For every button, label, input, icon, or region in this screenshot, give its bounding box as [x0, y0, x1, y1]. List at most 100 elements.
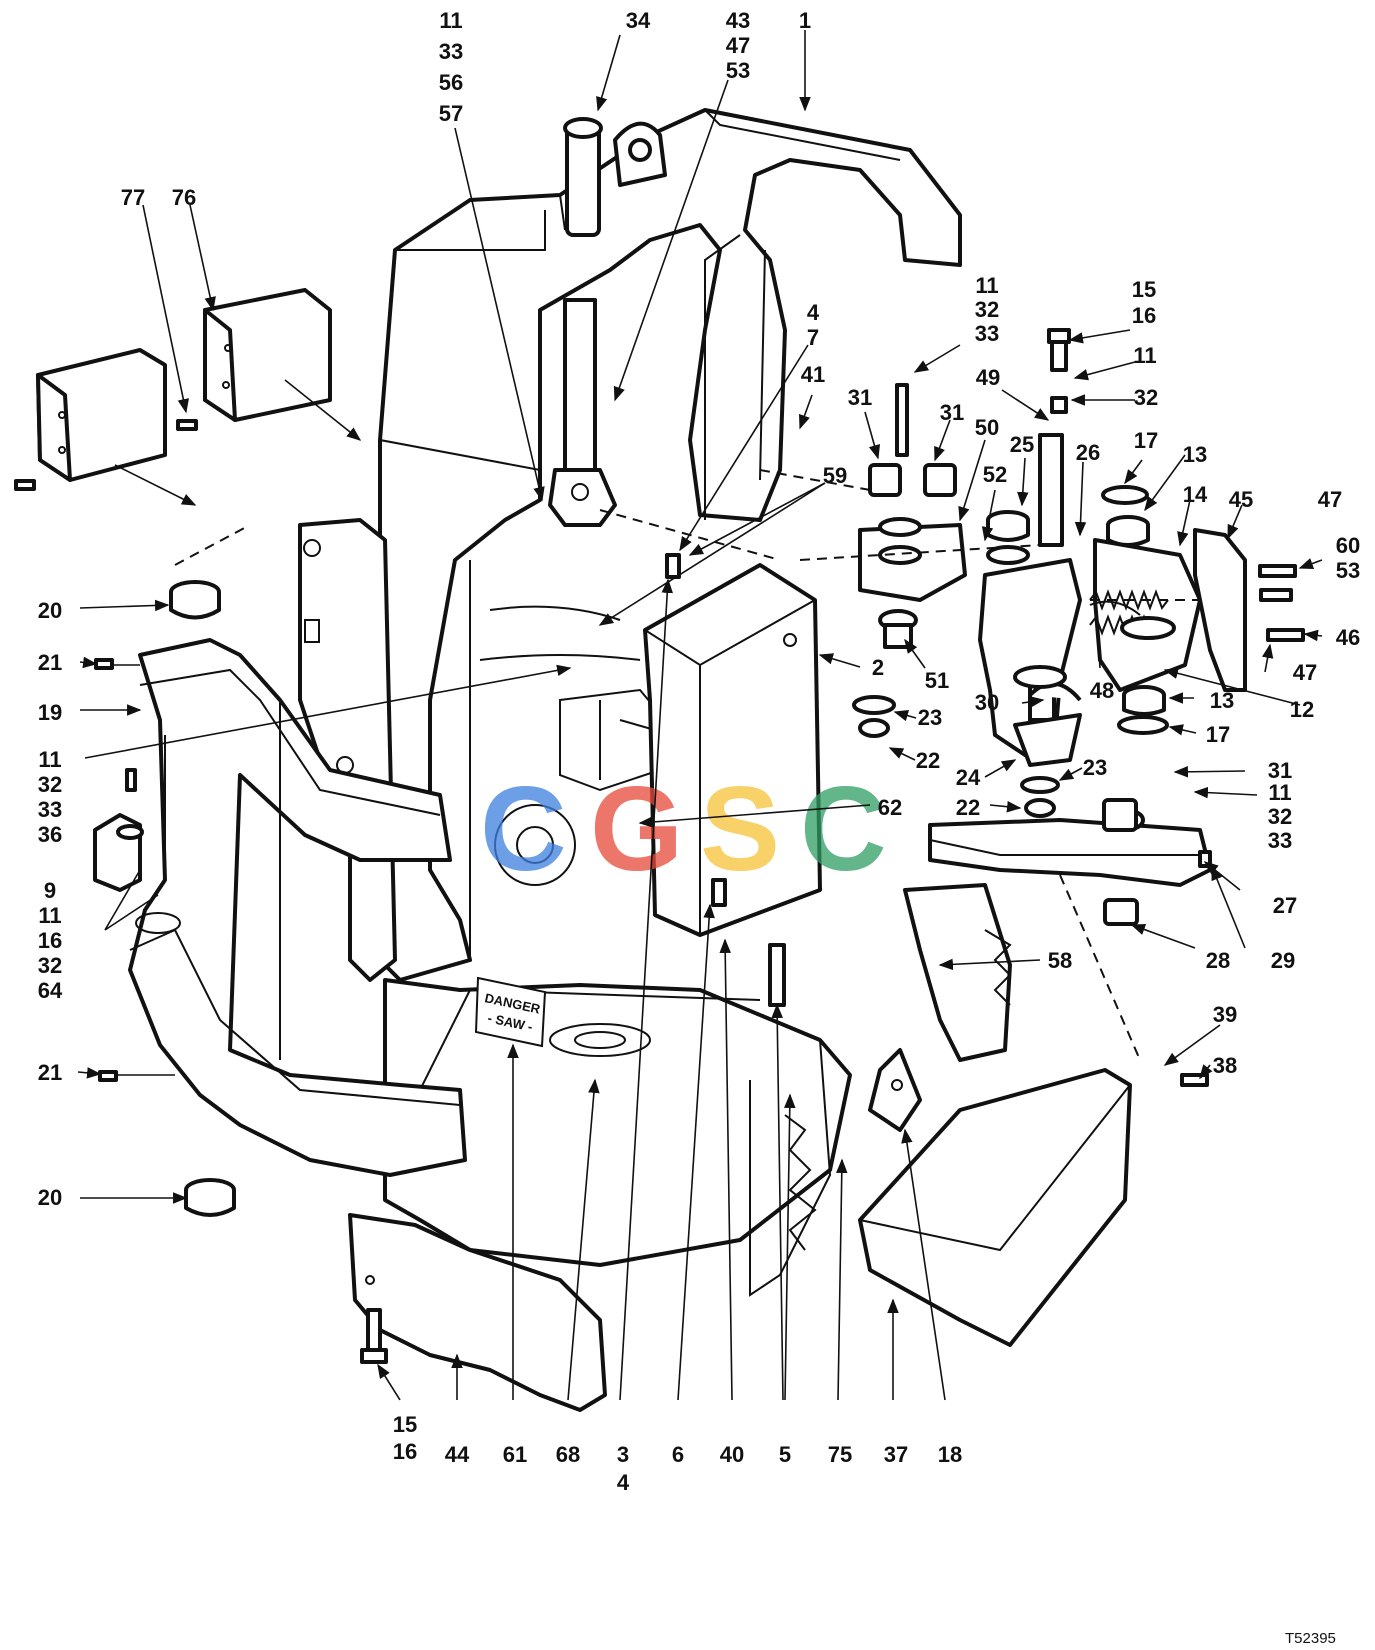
callout-37: 37: [884, 1442, 908, 1467]
callout-1: 1: [799, 8, 811, 33]
callout-number: 2: [872, 655, 884, 680]
callout-11-a: 11: [1133, 343, 1156, 368]
cover-plate-part-76: [203, 288, 332, 422]
callout-48: 48: [1090, 678, 1114, 703]
callout-number: 6: [672, 1442, 684, 1467]
callout-number: 1: [799, 8, 811, 33]
callout-number: 75: [828, 1442, 852, 1467]
accumulator-arm-part-27: [928, 798, 1212, 926]
callout-number: 16: [38, 928, 62, 953]
callout-number: 33: [439, 39, 463, 64]
callout-number: 61: [503, 1442, 527, 1467]
callout-number: 58: [1048, 948, 1072, 973]
callout-number: 48: [1090, 678, 1114, 703]
callout-number: 62: [878, 795, 902, 820]
callout-number: 23: [1083, 755, 1107, 780]
callout-number: 22: [916, 748, 940, 773]
callout-number: 17: [1134, 428, 1158, 453]
callout-number: 49: [976, 365, 1000, 390]
callout-number: 3: [617, 1442, 629, 1467]
callout-23-b: 23: [1083, 755, 1107, 780]
callout-44: 44: [445, 1442, 470, 1467]
callout-47-b: 47: [1293, 660, 1317, 685]
callout-number: 5: [779, 1442, 791, 1467]
callout-number: 22: [956, 795, 980, 820]
bracket-part-9: [93, 813, 144, 892]
cover-screw: [14, 419, 198, 491]
callout-number: 11: [439, 8, 462, 33]
callout-number: 4: [807, 300, 820, 325]
callout-number: 36: [38, 822, 62, 847]
callout-number: 33: [38, 797, 62, 822]
callout-number: 30: [975, 690, 999, 715]
callout-number: 38: [1213, 1053, 1237, 1078]
callout-31-c: 31: [1268, 758, 1292, 783]
callout-19: 19: [38, 700, 62, 725]
callout-number: 27: [1273, 893, 1297, 918]
callout-number: 19: [38, 700, 62, 725]
callout-32-a: 32: [1134, 385, 1158, 410]
callout-17-a: 17: [1134, 428, 1158, 453]
callout-50: 50: [975, 415, 999, 440]
callout-17-b: 17: [1206, 722, 1230, 747]
callout-number: 40: [720, 1442, 744, 1467]
callout-number: 24: [956, 765, 981, 790]
callout-number: 16: [393, 1439, 417, 1464]
callout-26: 26: [1076, 440, 1100, 465]
callout-22-a: 22: [916, 748, 940, 773]
callout-number: 15: [393, 1412, 417, 1437]
callout-24: 24: [956, 765, 981, 790]
callout-number: 47: [1318, 487, 1342, 512]
callout-number: 13: [1210, 688, 1234, 713]
callout-number: 56: [439, 70, 463, 95]
callout-31-a: 31: [848, 385, 872, 410]
callout-number: 39: [1213, 1002, 1237, 1027]
assembly-arrows: [114, 379, 1141, 1061]
callout-number: 11: [38, 903, 61, 928]
bush-part-20-upper: [169, 580, 221, 620]
callout-number: 64: [38, 978, 63, 1003]
callout-number: 47: [1293, 660, 1317, 685]
callout-number: 43: [726, 8, 750, 33]
callout-number: 23: [918, 705, 942, 730]
callout-29: 29: [1271, 948, 1295, 973]
callout-77: 77: [121, 185, 145, 210]
callout-45: 45: [1229, 487, 1253, 512]
callout-76: 76: [172, 185, 196, 210]
callout-13-b: 13: [1210, 688, 1234, 713]
callout-number: 53: [1336, 558, 1360, 583]
callout-number: 33: [1268, 828, 1292, 853]
watermark-letter-1: C: [480, 762, 567, 896]
callout-number: 32: [1134, 385, 1158, 410]
callout-30: 30: [975, 690, 999, 715]
callout-number: 29: [1271, 948, 1295, 973]
callout-number: 28: [1206, 948, 1230, 973]
watermark-logo: C G S C: [480, 762, 887, 896]
callout-number: 9: [44, 878, 56, 903]
callout-39: 39: [1213, 1002, 1237, 1027]
callout-number: 4: [617, 1470, 630, 1495]
danger-saw-label: DANGER - SAW -: [474, 976, 547, 1048]
callout-number: 20: [38, 598, 62, 623]
callout-28: 28: [1206, 948, 1230, 973]
callout-75: 75: [828, 1442, 852, 1467]
callout-62: 62: [878, 795, 902, 820]
callout-number: 11: [975, 273, 998, 298]
accumulator-arm-part-19: [128, 638, 467, 1177]
callout-number: 26: [1076, 440, 1100, 465]
callout-22-b: 22: [956, 795, 980, 820]
callout-number: 37: [884, 1442, 908, 1467]
callout-number: 52: [983, 462, 1007, 487]
pivot-pin-part-34: [563, 117, 667, 237]
callout-23-a: 23: [918, 705, 942, 730]
callout-number: 20: [38, 1185, 62, 1210]
callout-number: 68: [556, 1442, 580, 1467]
callout-38: 38: [1213, 1053, 1237, 1078]
callout-number: 31: [848, 385, 872, 410]
callout-number: 15: [1132, 277, 1156, 302]
